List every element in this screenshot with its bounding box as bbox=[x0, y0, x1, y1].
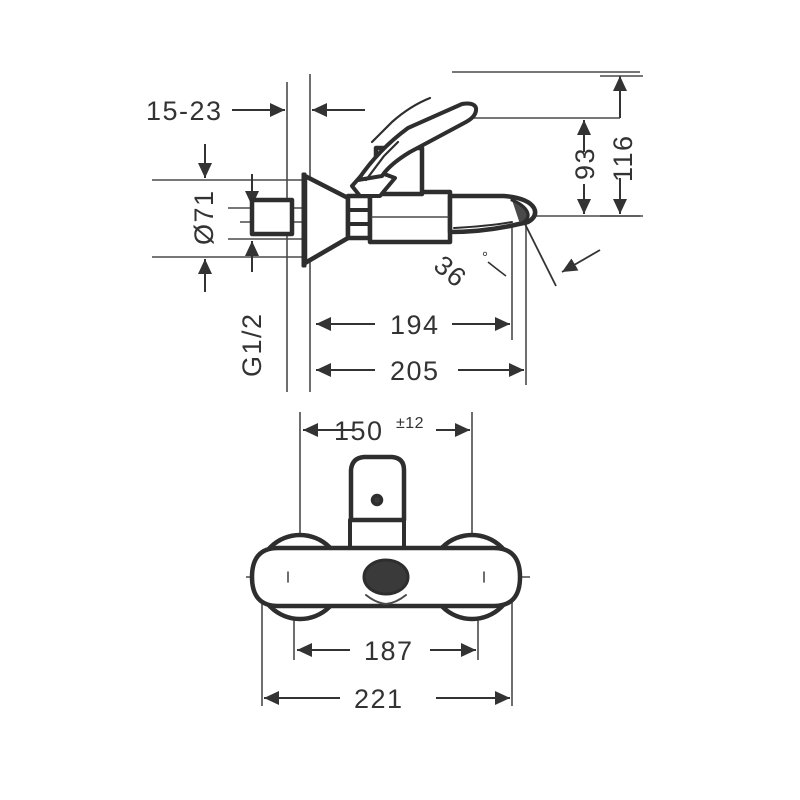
spout-outlet bbox=[362, 558, 410, 596]
handle-set-screw bbox=[370, 493, 384, 507]
lever-handle-front bbox=[348, 454, 407, 523]
dim-reach-205: 205 bbox=[316, 356, 524, 386]
dim-label-205: 205 bbox=[390, 356, 440, 386]
lever-top-edge-line bbox=[370, 96, 432, 144]
dim-height-93: 93 bbox=[570, 120, 600, 214]
dim-reach-194: 194 bbox=[316, 310, 510, 340]
dim-label-221: 221 bbox=[354, 684, 404, 714]
front-body-centre-ticks bbox=[287, 571, 485, 583]
union-block bbox=[345, 193, 373, 241]
dim-label-150: 150 bbox=[334, 416, 384, 446]
dim-label-15-23: 15-23 bbox=[146, 96, 223, 126]
lever-handle bbox=[356, 101, 479, 182]
dim-label-194: 194 bbox=[390, 310, 440, 340]
front-elevation-view: 150 ±12 187 221 bbox=[246, 412, 530, 714]
inlet-nipple bbox=[249, 197, 295, 237]
faucet-front-geometry bbox=[249, 454, 523, 622]
dim-label-116: 116 bbox=[608, 134, 638, 182]
side-elevation-view: 15-23 Ø71 G1/2 93 bbox=[146, 71, 643, 392]
dim-label-36: 36 bbox=[428, 250, 473, 294]
spout-lower-edge bbox=[453, 221, 513, 229]
spout-aerator bbox=[510, 198, 530, 226]
dim-inlet-150: 150 ±12 bbox=[303, 415, 470, 446]
dim-escutcheon-diameter: Ø71 bbox=[189, 144, 219, 292]
dim-height-116: 116 bbox=[608, 76, 638, 214]
faucet-side-geometry bbox=[249, 96, 538, 268]
dim-width-187: 187 bbox=[297, 636, 476, 666]
dim-wall-thickness: 15-23 bbox=[146, 96, 365, 126]
dim-label-93: 93 bbox=[570, 147, 600, 180]
lever-inner-line bbox=[364, 140, 400, 182]
dim-label-d71: Ø71 bbox=[189, 189, 219, 245]
dim-thread-size: G1/2 bbox=[237, 174, 267, 377]
escutcheon-cone bbox=[302, 173, 351, 266]
dim-label-degree-symbol: ° bbox=[482, 249, 488, 266]
dim-116-ticks bbox=[600, 75, 643, 217]
dim-label-150-tolerance: ±12 bbox=[396, 415, 424, 432]
dim-label-g12: G1/2 bbox=[237, 312, 267, 377]
dim-width-221: 221 bbox=[264, 684, 510, 714]
spout-underside-arc bbox=[365, 594, 407, 605]
dim-label-187: 187 bbox=[364, 636, 414, 666]
